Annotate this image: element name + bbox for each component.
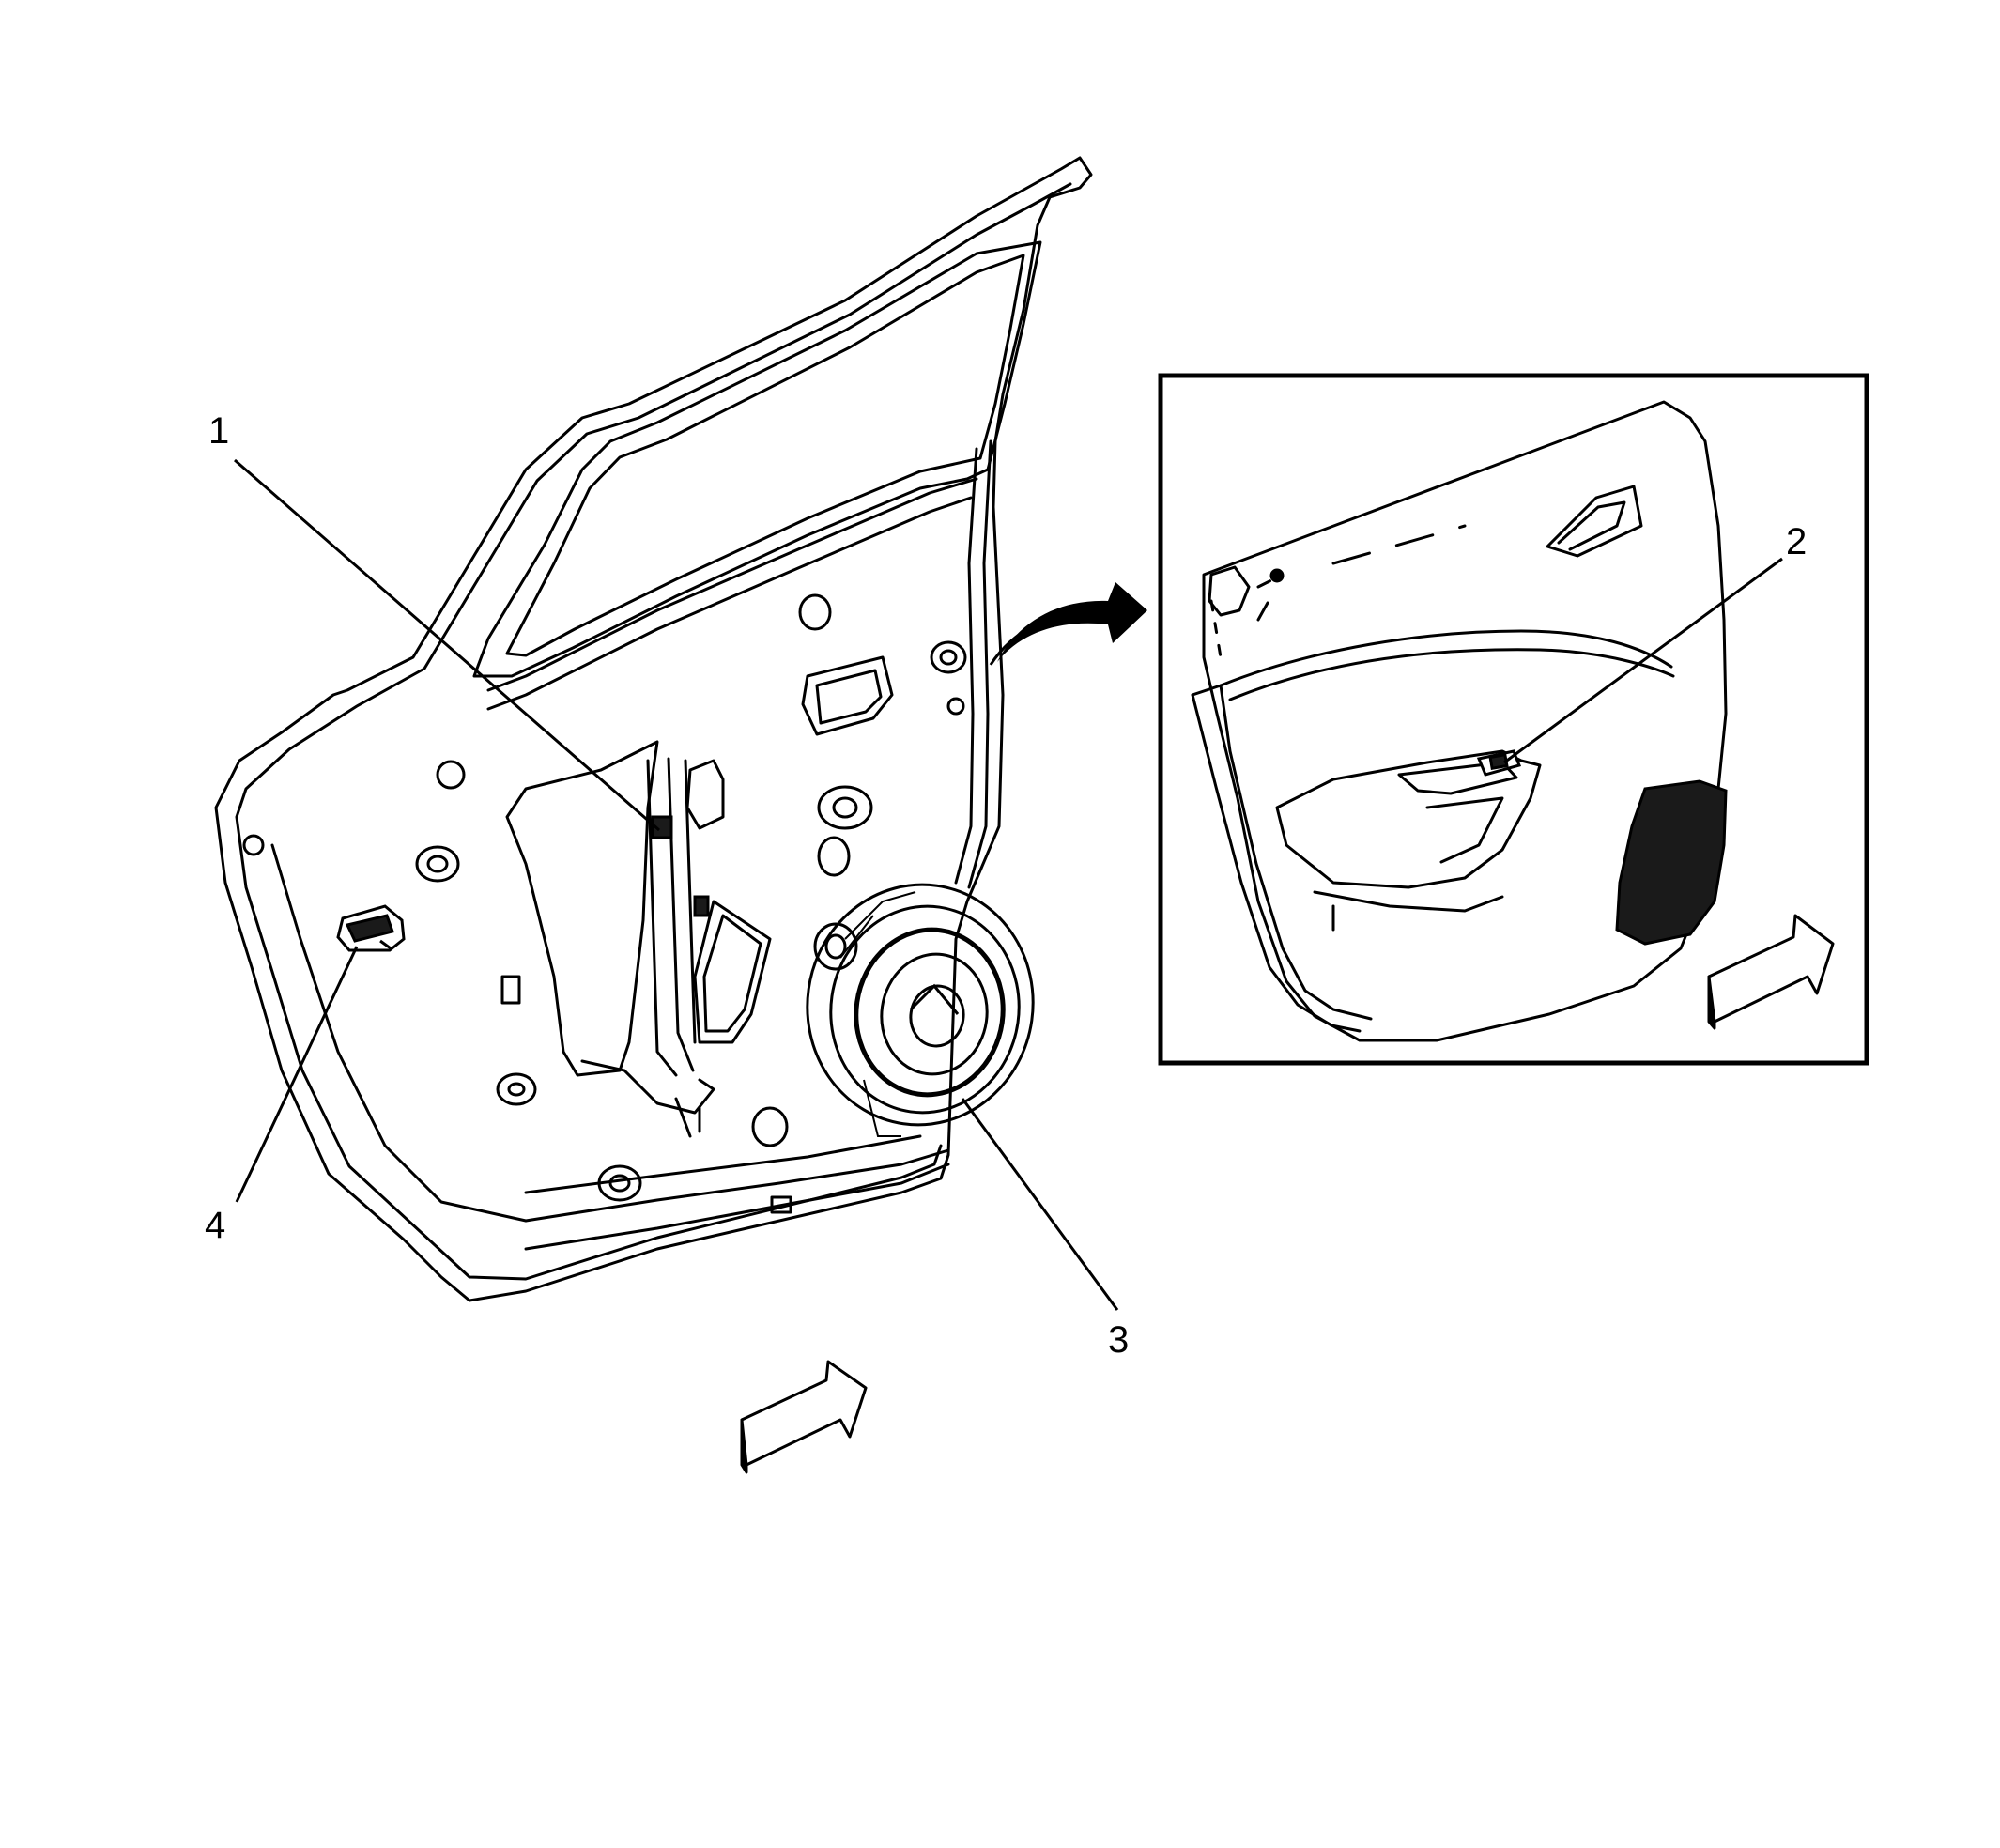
- inset-view-direction-arrow-icon: [1707, 914, 1835, 1030]
- detail-inset-frame: [1158, 373, 1869, 1066]
- leader-lines: [234, 458, 1783, 1311]
- callout-2: 2: [1786, 521, 1807, 562]
- window-switch: [1476, 749, 1522, 777]
- door-handle-bolt: [336, 904, 406, 952]
- callout-3: 3: [1108, 1319, 1129, 1361]
- speaker-grille: [1615, 779, 1728, 946]
- door-speaker: [806, 883, 1035, 1137]
- wiring-connector: [651, 815, 710, 917]
- door-trim-panel: [1191, 400, 1728, 1042]
- callout-4: 4: [205, 1205, 225, 1246]
- rear-door-inner-panel: [214, 156, 1093, 1302]
- detail-transfer-arrow-icon: [989, 582, 1147, 666]
- callout-1: 1: [208, 410, 229, 452]
- view-direction-arrow-icon: [740, 1360, 868, 1474]
